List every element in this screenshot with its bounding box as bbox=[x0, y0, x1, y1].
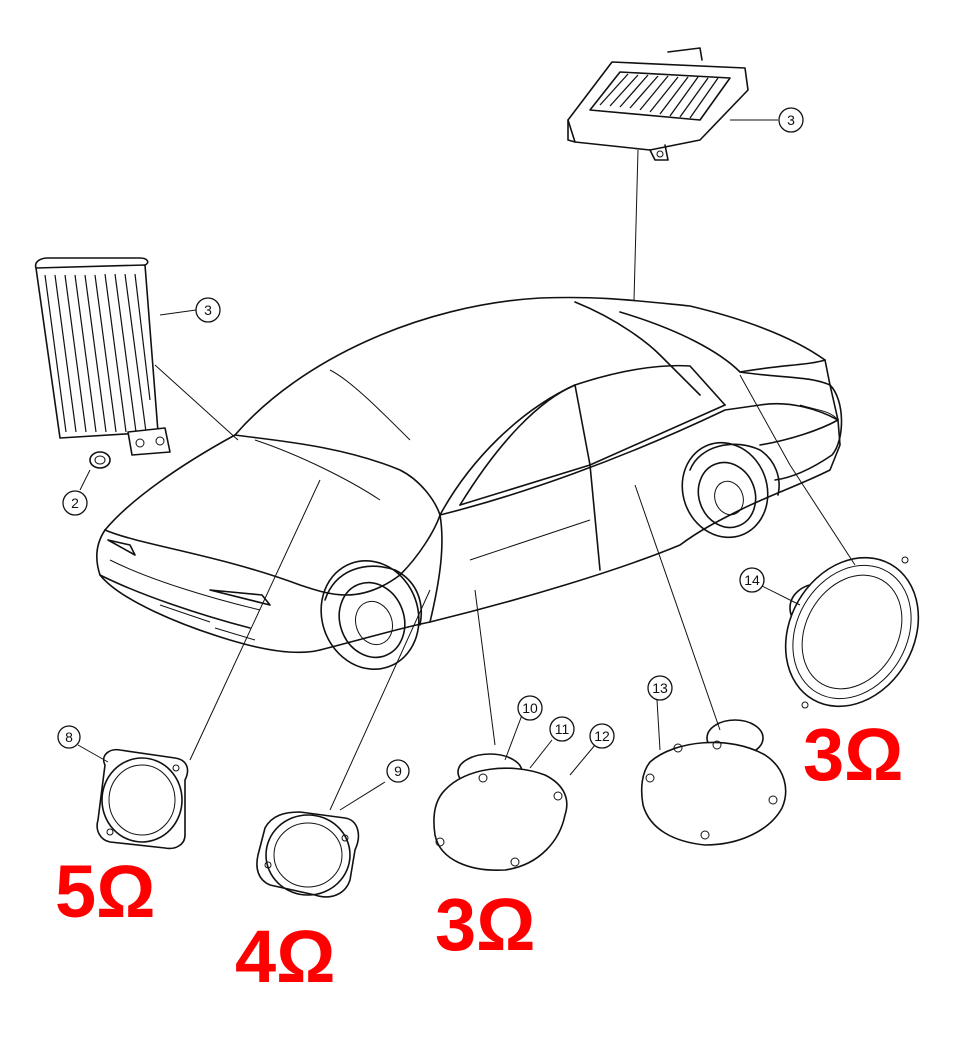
speaker-rear-shelf bbox=[739, 374, 920, 709]
car-body bbox=[95, 296, 843, 671]
callout-8: 8 bbox=[57, 725, 81, 749]
callout-3-left-text: 3 bbox=[204, 302, 212, 318]
callout-9: 9 bbox=[386, 759, 410, 783]
callout-3-left: 3 bbox=[159, 297, 221, 323]
speaker-rear-door bbox=[433, 589, 596, 871]
callout-3-top: 3 bbox=[730, 107, 804, 133]
callout-14-text: 14 bbox=[744, 572, 760, 588]
callout-9-text: 9 bbox=[394, 763, 402, 779]
speaker-front-door bbox=[256, 589, 431, 898]
impedance-rear-door: 3Ω bbox=[435, 883, 536, 966]
callout-10: 10 bbox=[517, 695, 543, 721]
impedance-rear-shelf: 3Ω bbox=[803, 713, 904, 796]
callout-13-text: 13 bbox=[652, 680, 668, 696]
amplifier-left bbox=[34, 257, 239, 456]
callout-11-text: 11 bbox=[555, 721, 570, 737]
callout-2: 2 bbox=[62, 490, 88, 516]
callout-3-top-text: 3 bbox=[787, 112, 795, 128]
callout-13: 13 bbox=[647, 675, 673, 701]
callout-10-text: 10 bbox=[522, 700, 538, 716]
impedance-front-dash: 5Ω bbox=[55, 850, 156, 933]
grommet-part bbox=[79, 451, 111, 491]
callout-11: 11 bbox=[549, 716, 575, 742]
callout-12: 12 bbox=[589, 723, 615, 749]
callout-8-text: 8 bbox=[65, 729, 73, 745]
speaker-rear-door-right bbox=[634, 484, 787, 846]
callout-2-text: 2 bbox=[71, 495, 79, 511]
callout-12-text: 12 bbox=[594, 728, 610, 744]
speaker-front-dash bbox=[77, 479, 321, 850]
impedance-front-door: 4Ω bbox=[235, 915, 336, 998]
amplifier-top bbox=[567, 47, 749, 301]
callout-14: 14 bbox=[739, 567, 765, 593]
